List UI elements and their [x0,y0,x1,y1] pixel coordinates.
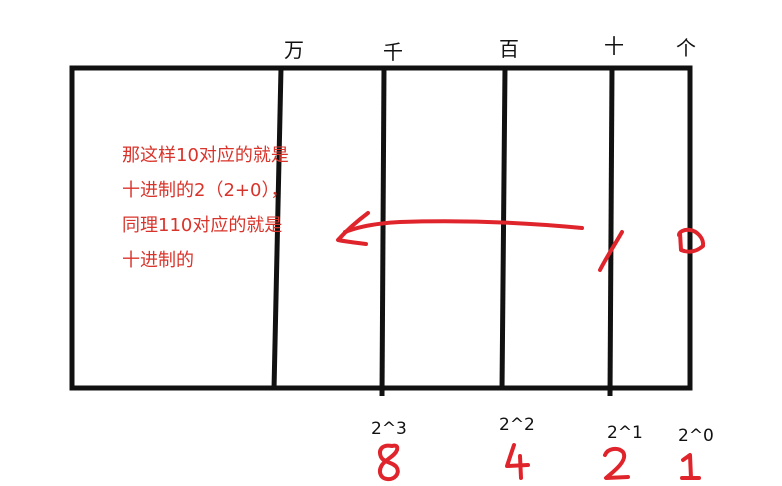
label-shi: 十 [604,34,624,58]
binary-digit-zero [677,227,706,254]
divider-shi [607,67,615,397]
weight-one-text: 1 [686,469,687,471]
label-wan: 万 [284,38,304,62]
note-line-3: 同理110对应的就是 [122,215,282,236]
weight-four [505,443,530,480]
label-bai: 百 [499,37,519,61]
weight-eight-text: 8 [385,469,386,471]
divider-qian [379,67,387,397]
weight-four-text: 4 [512,469,513,471]
power-label-2: 2^2 [499,415,535,435]
weight-one [680,453,701,480]
divider-wan [271,67,284,391]
arrow-head [336,211,370,246]
note-line-1: 那这样10对应的就是 [122,145,289,166]
arrow-left-annotation [336,211,584,246]
weight-two-text: 2 [610,469,611,471]
power-label-3: 2^3 [371,419,407,439]
weight-eight [377,443,400,482]
weight-two [603,446,630,480]
divider-bai [499,67,508,391]
power-label-1: 2^1 [607,423,643,443]
binary-digit-one [598,230,624,272]
note-line-4: 十进制的 [122,250,194,271]
label-qian: 千 [383,40,403,64]
binary-digit-one-text: 1 [605,264,606,266]
arrow-shaft [343,219,584,234]
explanation-note: 那这样10对应的就是 十进制的2（2+0）， 同理110对应的就是 十进制的 [122,145,289,271]
note-line-2: 十进制的2（2+0）， [122,180,288,201]
power-label-0: 2^0 [678,426,714,446]
label-ge: 个 [676,36,696,60]
